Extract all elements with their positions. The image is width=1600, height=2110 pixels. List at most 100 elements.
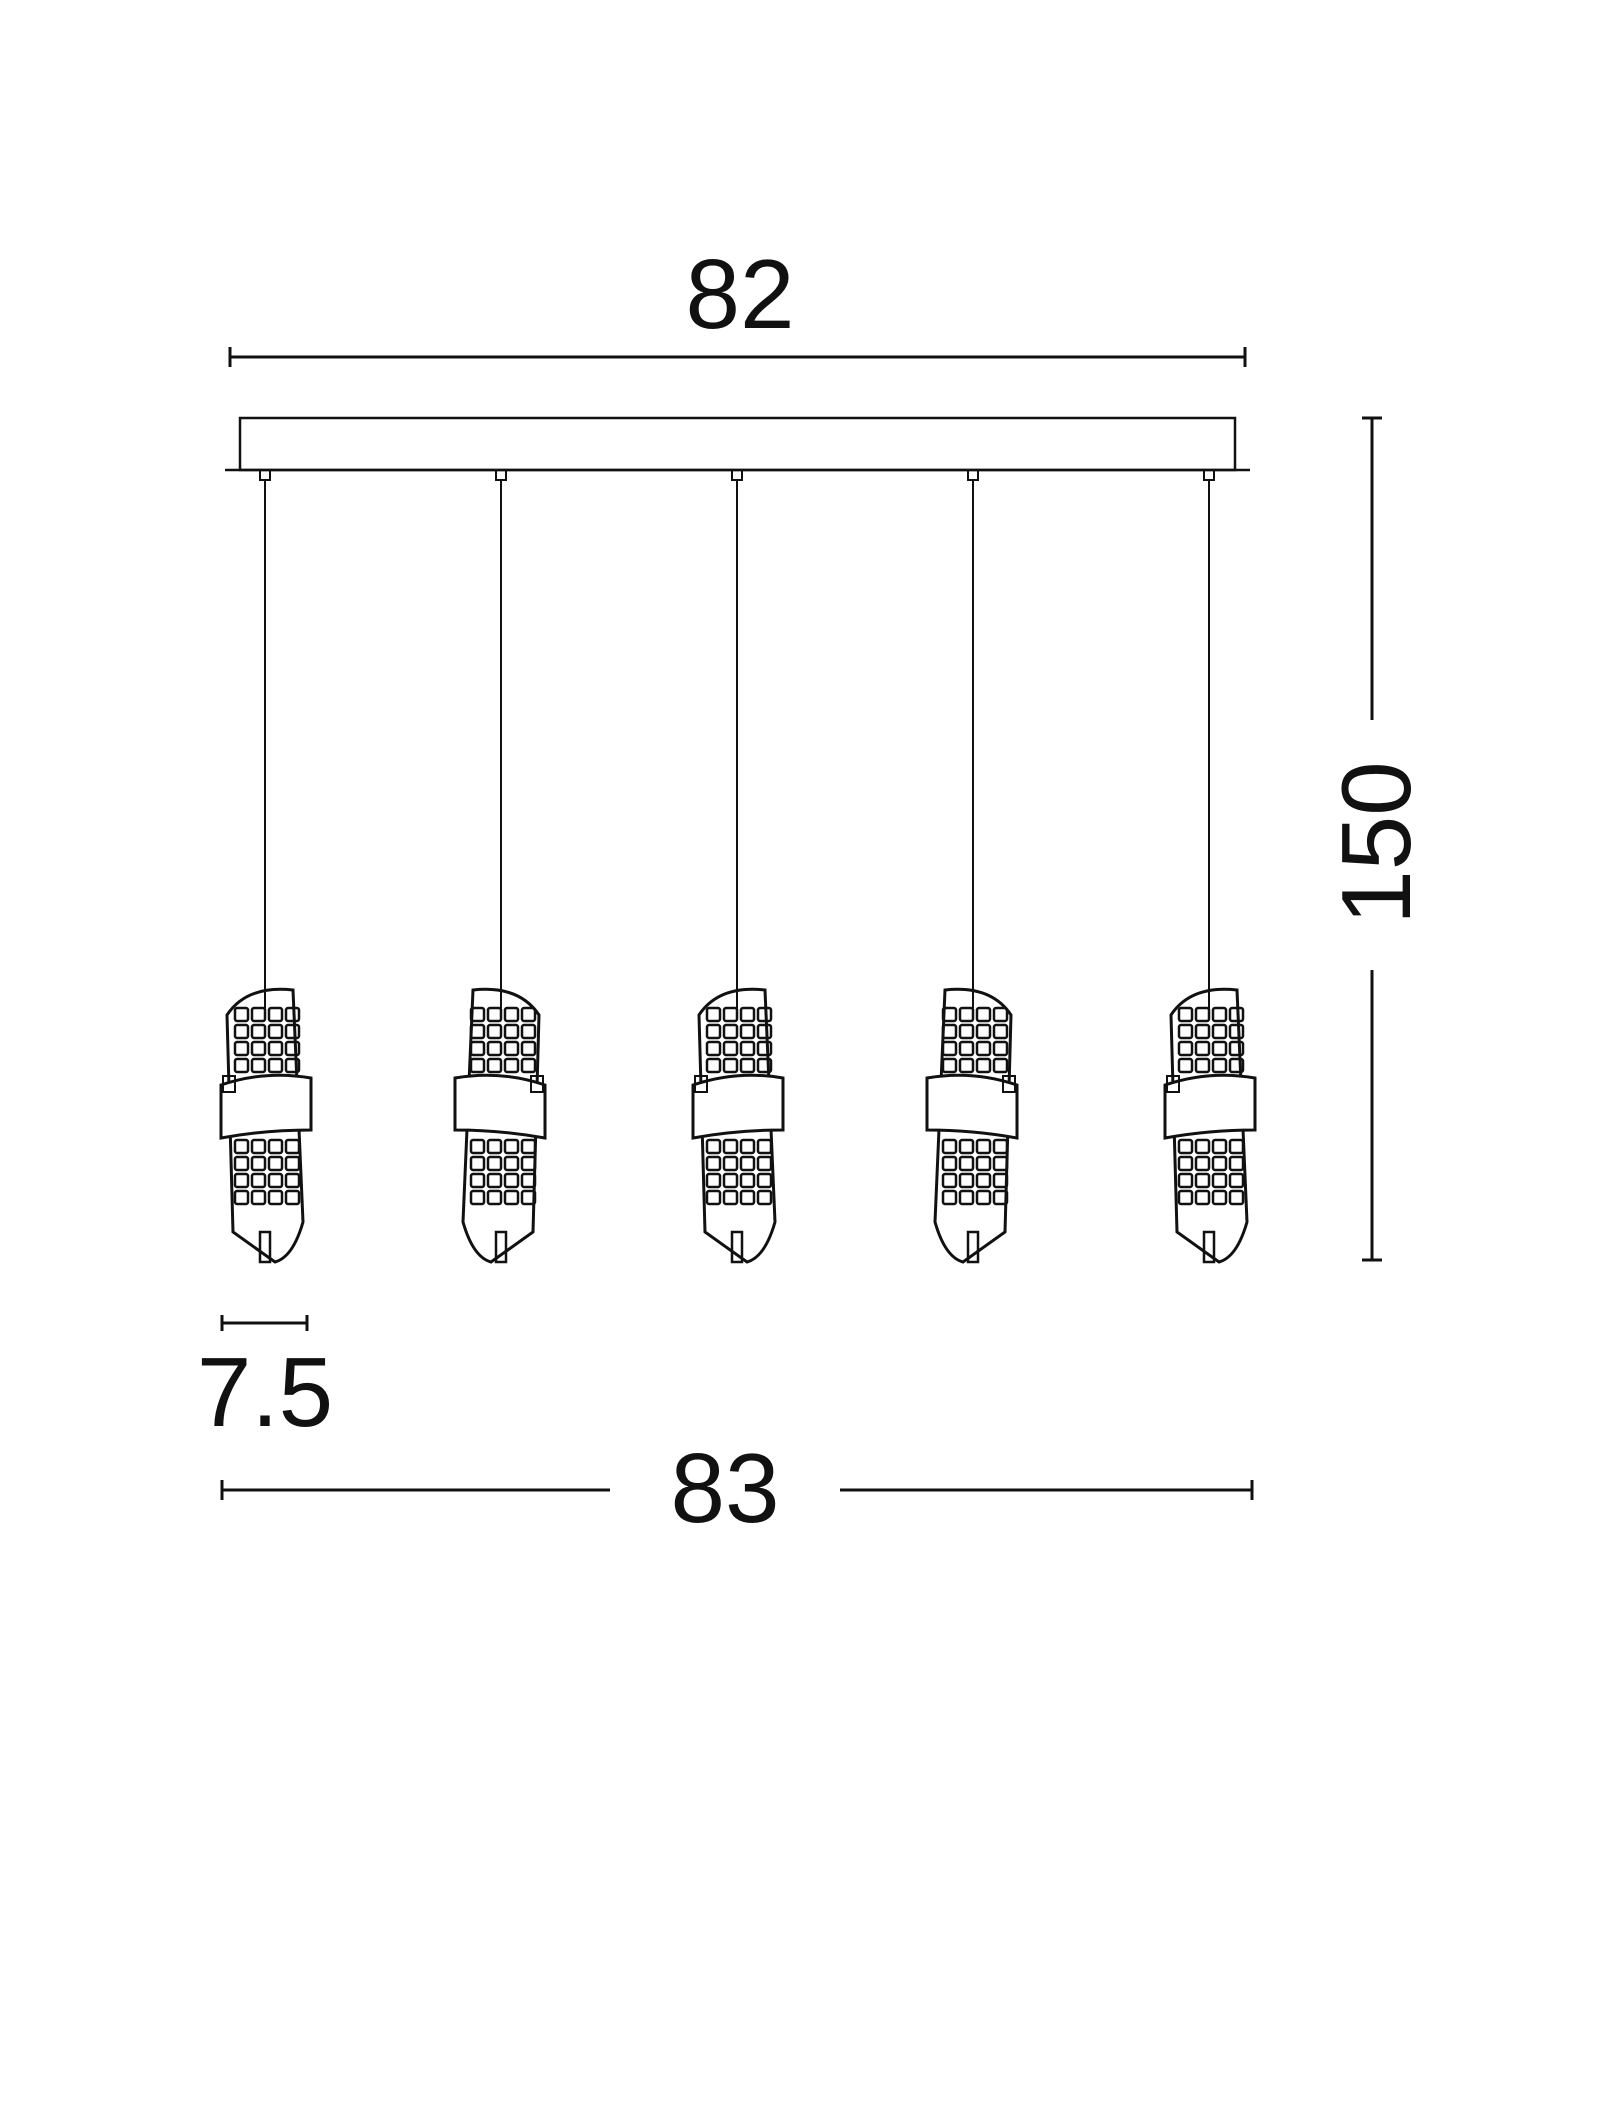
band-tab (694, 1075, 708, 1093)
shade-grid-cell (250, 1138, 267, 1155)
shade-grid-cell (975, 1155, 992, 1172)
shade-grid-cell (233, 1155, 250, 1172)
shade-grid-cell (486, 1172, 503, 1189)
shade-grid-cell (739, 1189, 756, 1206)
shade-grid-cell (233, 1138, 250, 1155)
shade-grid-cell (233, 1172, 250, 1189)
shade-grid-cell (1194, 1138, 1211, 1155)
shade-grid-cell (469, 1023, 486, 1040)
shade-grid-cell (992, 1006, 1009, 1023)
shade-grid-cell (756, 1040, 773, 1057)
shade-grid-cell (486, 1006, 503, 1023)
top-width-label: 82 (685, 239, 794, 349)
shade-band (453, 1073, 547, 1140)
shade-grid-cell (722, 1172, 739, 1189)
shade-grid-cell (250, 1189, 267, 1206)
shade-grid-cell (992, 1172, 1009, 1189)
shade-grid-cell (503, 1040, 520, 1057)
shade-grid-cell (958, 1138, 975, 1155)
shade-grid-cell (756, 1172, 773, 1189)
shade-grid-cell (1211, 1138, 1228, 1155)
shade-grid-cell (486, 1057, 503, 1074)
cord-fitting (495, 469, 507, 481)
shade-grid-cell (469, 1189, 486, 1206)
shade-grid-cell (941, 1138, 958, 1155)
shade-grid-cell (958, 1006, 975, 1023)
shade-grid-cell (1211, 1189, 1228, 1206)
shade-grid-cell (756, 1138, 773, 1155)
bottom-stem (966, 1230, 980, 1264)
shade-grid-cell (958, 1172, 975, 1189)
pendant-lights (219, 469, 1257, 1264)
pendant-shade (461, 987, 541, 1264)
shade-band (219, 1073, 313, 1140)
shade-grid-cell (958, 1155, 975, 1172)
shade-grid-cell (739, 1057, 756, 1074)
shade-grid-cell (739, 1155, 756, 1172)
shade-grid-cell (469, 1138, 486, 1155)
shade-grid-cell (250, 1057, 267, 1074)
shade-grid-pattern (469, 1006, 537, 1206)
shade-grid-cell (284, 1138, 301, 1155)
shade-grid-cell (267, 1172, 284, 1189)
shade-grid-cell (1177, 1189, 1194, 1206)
shade-grid-cell (1194, 1189, 1211, 1206)
shade-grid-cell (992, 1155, 1009, 1172)
shade-grid-cell (250, 1155, 267, 1172)
pendant-shade (697, 987, 777, 1264)
shade-grid-cell (1177, 1155, 1194, 1172)
shade-grid-cell (233, 1006, 250, 1023)
shade-grid-cell (284, 1040, 301, 1057)
band-tab (1002, 1075, 1016, 1093)
shade-grid-cell (722, 1006, 739, 1023)
shade-grid-cell (941, 1189, 958, 1206)
shade-grid-cell (992, 1189, 1009, 1206)
shade-grid-cell (756, 1057, 773, 1074)
shade-grid-cell (1177, 1057, 1194, 1074)
shade-grid-cell (975, 1189, 992, 1206)
shade-grid-cell (250, 1006, 267, 1023)
shade-grid-cell (705, 1057, 722, 1074)
shade-grid-cell (233, 1189, 250, 1206)
shade-grid-cell (1228, 1172, 1245, 1189)
shade-grid-cell (1211, 1040, 1228, 1057)
shade-grid-cell (503, 1138, 520, 1155)
shade-grid-cell (284, 1155, 301, 1172)
shade-grid-cell (233, 1040, 250, 1057)
shade-grid-cell (958, 1040, 975, 1057)
shade-grid-cell (941, 1006, 958, 1023)
bottom-stem (730, 1230, 744, 1264)
shade-grid-cell (975, 1023, 992, 1040)
shade-grid-cell (722, 1023, 739, 1040)
shade-grid-cell (250, 1172, 267, 1189)
shade-grid-cell (722, 1138, 739, 1155)
shade-grid-cell (975, 1040, 992, 1057)
shade-grid-cell (503, 1189, 520, 1206)
shade-grid-cell (233, 1023, 250, 1040)
shade-grid-cell (958, 1023, 975, 1040)
height-dimension: 150 (1321, 416, 1431, 1262)
bottom-stem (1202, 1230, 1216, 1264)
pendant-shade (225, 987, 305, 1264)
shade-grid-cell (705, 1155, 722, 1172)
shade-grid-cell (1194, 1057, 1211, 1074)
shade-grid-cell (1211, 1172, 1228, 1189)
shade-grid-cell (503, 1006, 520, 1023)
shade-grid-cell (520, 1172, 537, 1189)
pendant-light (1163, 469, 1257, 1264)
shade-grid-cell (941, 1057, 958, 1074)
shade-grid-cell (1228, 1057, 1245, 1074)
shade-grid-cell (284, 1057, 301, 1074)
shade-grid-cell (975, 1006, 992, 1023)
shade-grid-cell (958, 1189, 975, 1206)
shade-grid-cell (975, 1057, 992, 1074)
shade-grid-cell (520, 1006, 537, 1023)
cord-fitting (1203, 469, 1215, 481)
shade-grid-cell (250, 1023, 267, 1040)
shade-grid-cell (469, 1172, 486, 1189)
shade-grid-cell (756, 1155, 773, 1172)
shade-grid-cell (1228, 1006, 1245, 1023)
shade-grid-cell (267, 1006, 284, 1023)
canopy-body (238, 416, 1237, 472)
shade-grid-cell (975, 1138, 992, 1155)
